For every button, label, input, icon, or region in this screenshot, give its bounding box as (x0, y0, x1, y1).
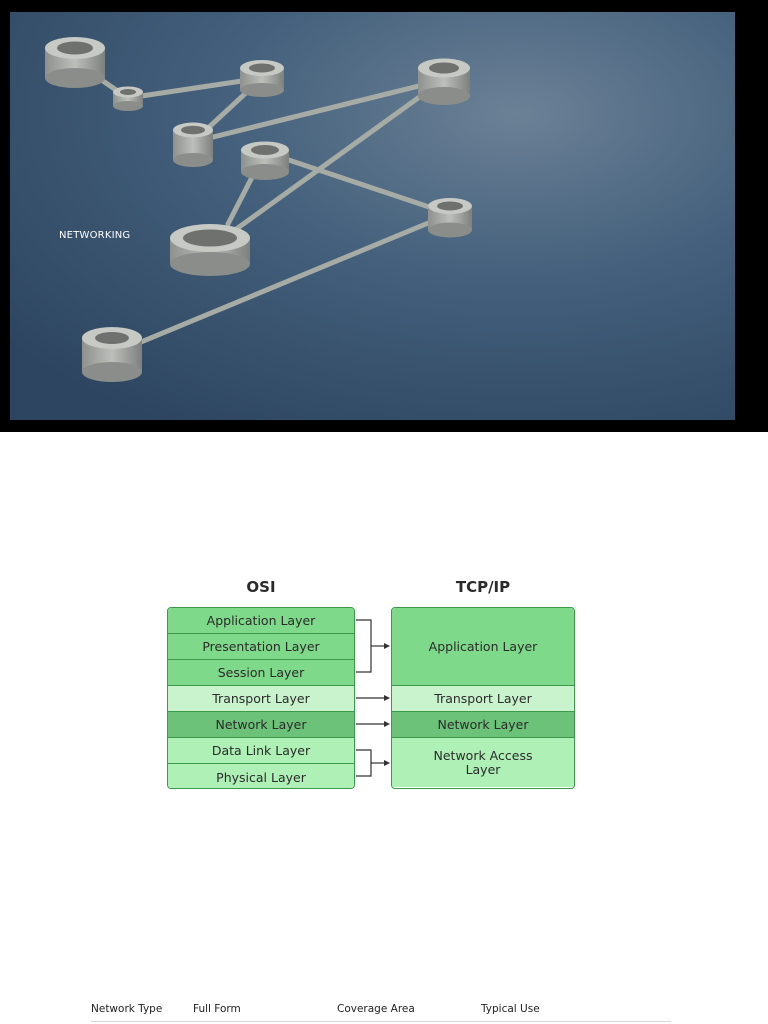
osi-tcpip-diagram: OSI TCP/IP Application Layer Presentatio… (150, 578, 590, 798)
table-header-rule (91, 1021, 671, 1022)
tcpip-title: TCP/IP (455, 578, 511, 596)
osi-session-layer: Session Layer (168, 660, 354, 686)
column-header-typical-use: Typical Use (481, 1003, 540, 1015)
hero-caption: NETWORKING (59, 230, 131, 241)
tcpip-network-access-layer: Network Access Layer (392, 738, 574, 787)
column-header-full-form: Full Form (193, 1003, 241, 1015)
hero-image: NETWORKING (10, 12, 735, 420)
osi-stack: Application Layer Presentation Layer Ses… (167, 607, 355, 789)
network-illustration (10, 12, 735, 420)
column-header-coverage-area: Coverage Area (337, 1003, 415, 1015)
osi-network-layer: Network Layer (168, 712, 354, 738)
tcpip-application-layer: Application Layer (392, 608, 574, 686)
hero-frame: NETWORKING (0, 0, 768, 432)
network-nodes (45, 37, 472, 382)
tcpip-transport-layer: Transport Layer (392, 686, 574, 712)
osi-presentation-layer: Presentation Layer (168, 634, 354, 660)
osi-title: OSI (246, 578, 276, 596)
column-header-network-type: Network Type (91, 1003, 163, 1015)
tcpip-stack: Application Layer Transport Layer Networ… (391, 607, 575, 789)
osi-data-link-layer: Data Link Layer (168, 738, 354, 764)
osi-application-layer: Application Layer (168, 608, 354, 634)
osi-transport-layer: Transport Layer (168, 686, 354, 712)
tcpip-network-layer: Network Layer (392, 712, 574, 738)
network-types-table-header: Network Type Full Form Coverage Area Typ… (91, 1003, 671, 1023)
osi-physical-layer: Physical Layer (168, 764, 354, 788)
